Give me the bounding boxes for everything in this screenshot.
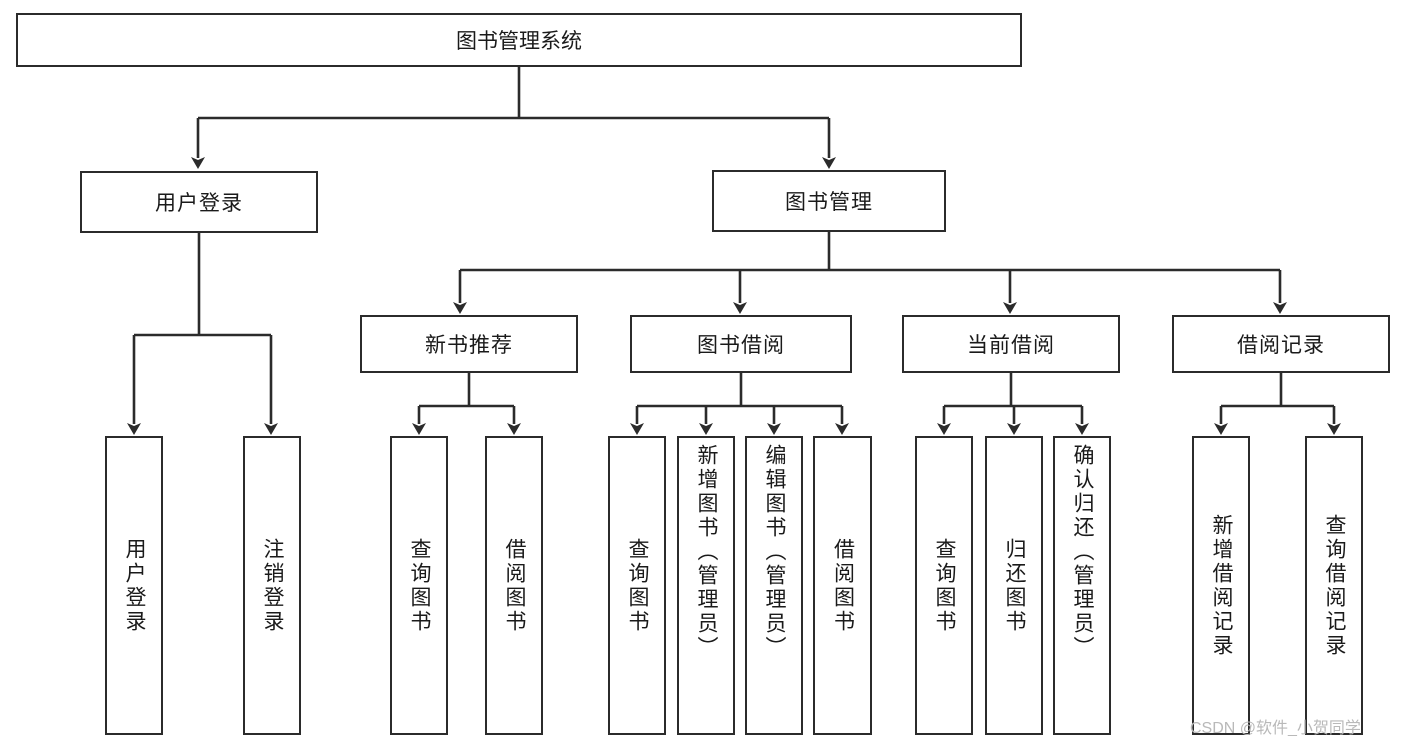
leaf-label: 查询借阅记录 <box>1323 513 1347 658</box>
leaf-label: 用户登录 <box>123 537 147 634</box>
node-user-login-label: 用户登录 <box>155 192 243 215</box>
leaf-edit-book-admin[interactable]: 编辑图书（管理员） <box>745 436 803 735</box>
leaf-label: 编辑图书（管理员） <box>763 444 787 660</box>
leaf-label: 查询图书 <box>408 537 432 634</box>
leaf-label: 注销登录 <box>261 537 285 634</box>
leaf-label: 归还图书 <box>1003 537 1027 634</box>
node-root[interactable]: 图书管理系统 <box>16 13 1022 67</box>
leaf-add-borrow-record[interactable]: 新增借阅记录 <box>1192 436 1250 735</box>
leaf-label: 查询图书 <box>933 537 957 634</box>
leaf-label: 借阅图书 <box>503 537 527 634</box>
watermark: CSDN @软件_小贺同学 <box>1190 720 1361 737</box>
node-new-book-recommend-label: 新书推荐 <box>425 334 513 357</box>
node-book-borrow-label: 图书借阅 <box>697 334 785 357</box>
node-borrow-records[interactable]: 借阅记录 <box>1172 315 1390 373</box>
leaf-confirm-return-admin[interactable]: 确认归还（管理员） <box>1053 436 1111 735</box>
node-borrow-records-label: 借阅记录 <box>1237 334 1325 357</box>
leaf-add-book-admin[interactable]: 新增图书（管理员） <box>677 436 735 735</box>
leaf-user-login[interactable]: 用户登录 <box>105 436 163 735</box>
leaf-label: 借阅图书 <box>831 537 855 634</box>
leaf-return-book[interactable]: 归还图书 <box>985 436 1043 735</box>
leaf-label: 新增图书（管理员） <box>695 444 719 660</box>
node-new-book-recommend[interactable]: 新书推荐 <box>360 315 578 373</box>
node-current-borrow-label: 当前借阅 <box>967 334 1055 357</box>
node-root-label: 图书管理系统 <box>456 30 582 53</box>
leaf-query-book-recommend[interactable]: 查询图书 <box>390 436 448 735</box>
leaf-label: 新增借阅记录 <box>1210 513 1234 658</box>
leaf-borrow-book-recommend[interactable]: 借阅图书 <box>485 436 543 735</box>
leaf-query-borrow-record[interactable]: 查询借阅记录 <box>1305 436 1363 735</box>
node-book-management-label: 图书管理 <box>785 191 873 214</box>
leaf-query-book-current[interactable]: 查询图书 <box>915 436 973 735</box>
leaf-borrow-book[interactable]: 借阅图书 <box>813 436 872 735</box>
node-book-borrow[interactable]: 图书借阅 <box>630 315 852 373</box>
node-user-login[interactable]: 用户登录 <box>80 171 318 233</box>
node-book-management[interactable]: 图书管理 <box>712 170 946 232</box>
leaf-label: 查询图书 <box>626 537 650 634</box>
leaf-label: 确认归还（管理员） <box>1071 444 1095 660</box>
node-current-borrow[interactable]: 当前借阅 <box>902 315 1120 373</box>
leaf-logout[interactable]: 注销登录 <box>243 436 301 735</box>
leaf-query-book-borrow[interactable]: 查询图书 <box>608 436 666 735</box>
